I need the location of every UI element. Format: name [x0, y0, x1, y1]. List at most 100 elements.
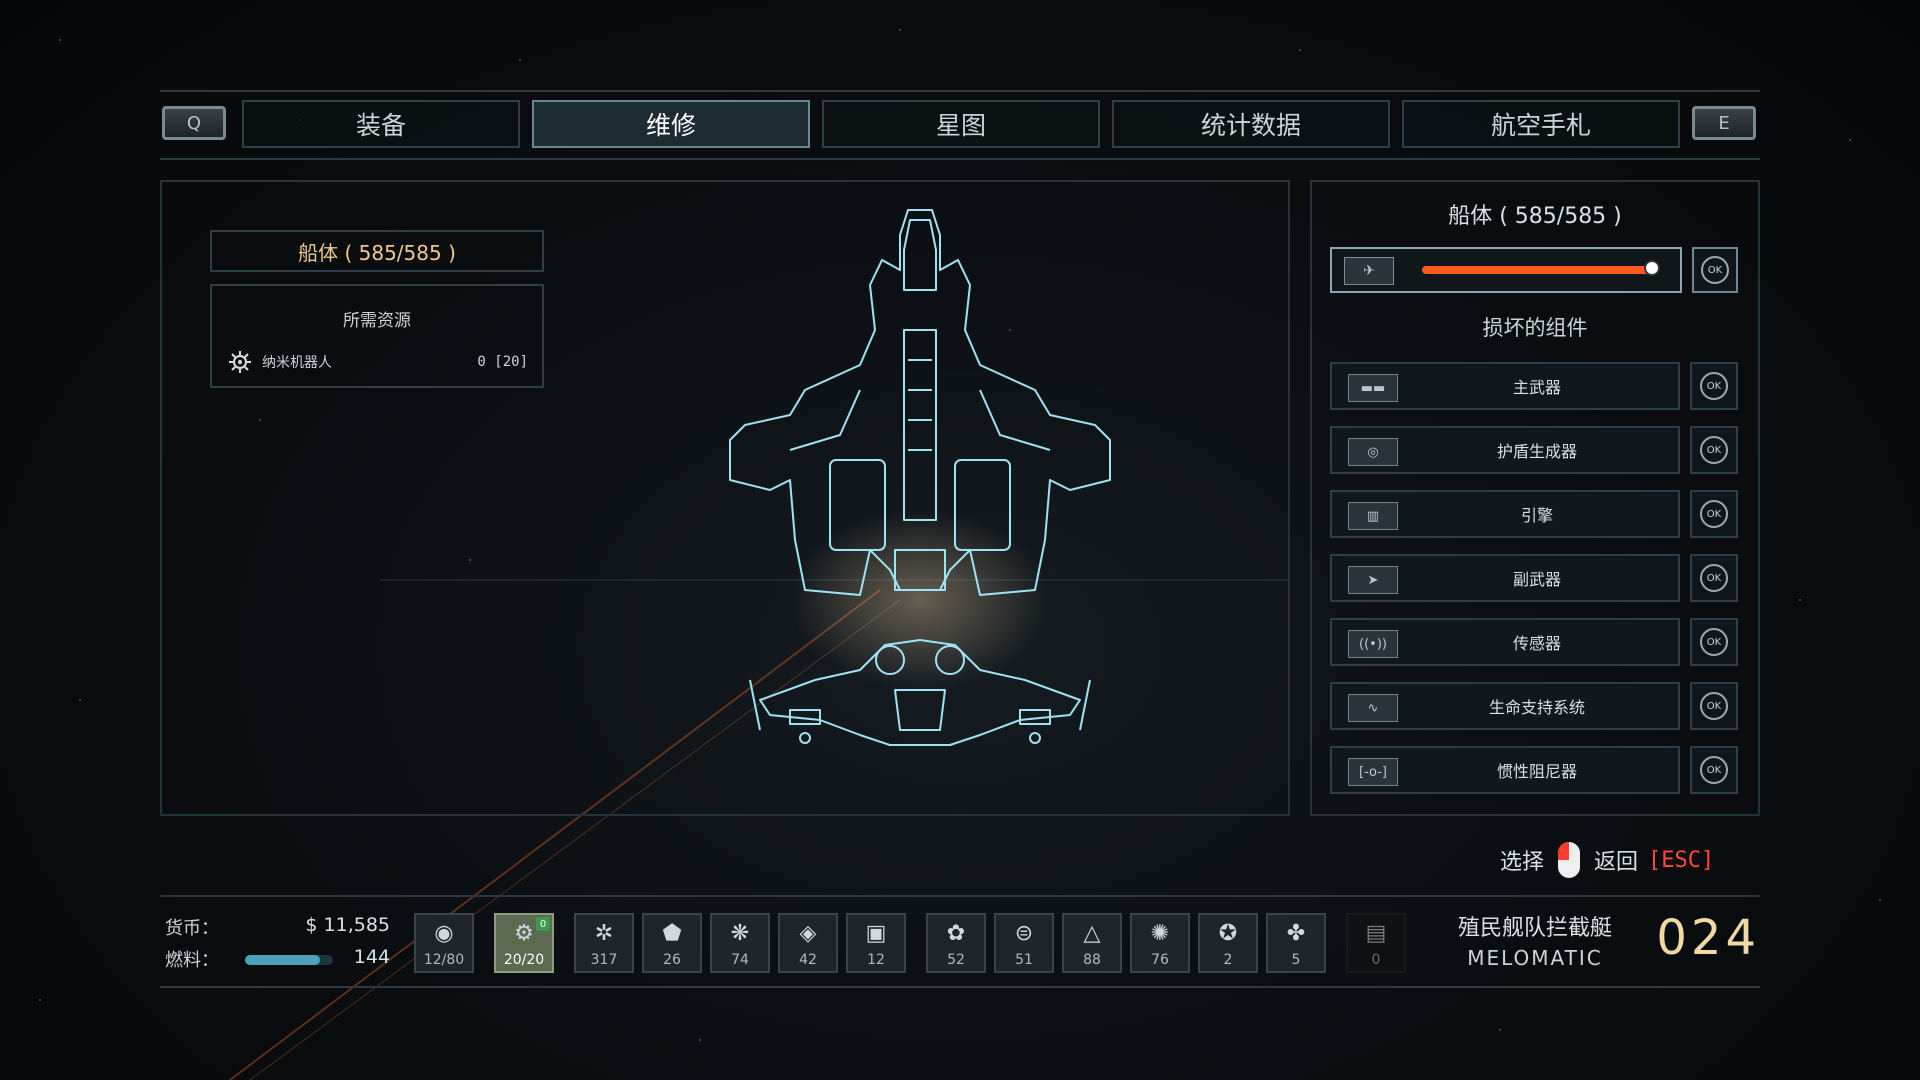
inertial-damper-ok-button[interactable]: OK: [1690, 746, 1738, 794]
component-sensor[interactable]: ((•)) 传感器: [1330, 618, 1680, 666]
component-shield-generator[interactable]: ◎ 护盾生成器: [1330, 426, 1680, 474]
secondary-weapon-icon: ➤: [1348, 566, 1398, 594]
tab-star-map[interactable]: 星图: [822, 100, 1100, 148]
life-support-icon: ∿: [1348, 694, 1398, 722]
prev-tab-key-button[interactable]: Q: [162, 106, 226, 140]
sensor-icon: ((•)): [1348, 630, 1398, 658]
component-inertial-damper[interactable]: [-o-] 惯性阻尼器: [1330, 746, 1680, 794]
next-tab-key-button[interactable]: E: [1692, 106, 1756, 140]
esc-key-hint[interactable]: [ESC]: [1648, 847, 1715, 873]
ship-name: MELOMATIC: [1467, 946, 1603, 970]
hull-slider-handle[interactable]: [1644, 260, 1660, 276]
resource-count: 52: [947, 952, 965, 968]
resource-icon: ▣: [865, 921, 887, 946]
shield-ok-button[interactable]: OK: [1690, 426, 1738, 474]
inventory-slot[interactable]: △ 88: [1062, 913, 1122, 973]
secondary-weapon-ok-button[interactable]: OK: [1690, 554, 1738, 602]
resource-count: 20/20: [503, 952, 545, 968]
hull-slider-track[interactable]: [1422, 260, 1660, 276]
tab-equipment[interactable]: 装备: [242, 100, 520, 148]
engine-icon: ▥: [1348, 502, 1398, 530]
sensor-ok-button[interactable]: OK: [1690, 618, 1738, 666]
ship-class: 殖民舰队拦截艇: [1457, 916, 1612, 941]
inventory-slot[interactable]: ✪2: [1198, 913, 1258, 973]
inventory-slot[interactable]: ▣12: [846, 913, 906, 973]
fuel-value: 144: [353, 946, 390, 968]
fuel-gauge-fill: [245, 955, 320, 965]
control-hints: 选择 返回 [ESC]: [1500, 840, 1714, 880]
damper-icon: [-o-]: [1348, 758, 1398, 786]
resource-count: 42: [799, 952, 817, 968]
resource-count: 2: [1223, 952, 1233, 968]
damaged-components-title: 损坏的组件: [1482, 316, 1588, 340]
status-bar-top-divider: [160, 895, 1760, 897]
inventory-slot[interactable]: ✿52: [926, 913, 986, 973]
component-label: 引擎: [1520, 506, 1553, 525]
resource-icon: △: [1083, 921, 1101, 946]
resource-icon: ▤: [1365, 921, 1387, 946]
mouse-left-click-icon: [1558, 842, 1581, 878]
life-support-ok-button[interactable]: OK: [1690, 682, 1738, 730]
resource-count: 88: [1083, 952, 1101, 968]
resource-amount: 0 [20]: [477, 354, 528, 370]
engine-ok-button[interactable]: OK: [1690, 490, 1738, 538]
inventory-slot[interactable]: ✤5: [1266, 913, 1326, 973]
component-main-weapon[interactable]: ▬▬ 主武器: [1330, 362, 1680, 410]
select-hint: 选择: [1500, 850, 1545, 875]
hull-repair-slider[interactable]: ✈: [1330, 247, 1682, 293]
component-secondary-weapon[interactable]: ➤ 副武器: [1330, 554, 1680, 602]
resource-icon: ⊜: [1014, 921, 1034, 946]
tab-bar-bottom-divider: [160, 158, 1760, 160]
resource-name: 纳米机器人: [262, 355, 332, 371]
ok-icon: OK: [1700, 756, 1728, 784]
ok-icon: OK: [1700, 436, 1728, 464]
component-label: 护盾生成器: [1496, 442, 1577, 461]
main-weapon-ok-button[interactable]: OK: [1690, 362, 1738, 410]
required-resources-box: 所需资源 纳米机器人 0 [20]: [210, 284, 544, 388]
inventory-slot[interactable]: ◈42: [778, 913, 838, 973]
tab-statistics[interactable]: 统计数据: [1112, 100, 1390, 148]
inventory-slot[interactable]: ▤0: [1346, 913, 1406, 973]
back-hint[interactable]: 返回: [1594, 850, 1639, 875]
hull-confirm-button[interactable]: OK: [1692, 247, 1738, 293]
fuel-label: 燃料：: [165, 950, 219, 971]
hull-status-title: 船体 ( 585/585 ): [1448, 204, 1622, 229]
resource-icon: ❋: [730, 921, 750, 946]
inventory-slot[interactable]: ⬟26: [642, 913, 702, 973]
resource-count: 76: [1151, 952, 1169, 968]
tab-flight-log[interactable]: 航空手札: [1402, 100, 1680, 148]
resource-count: 74: [731, 952, 749, 968]
tab-repair[interactable]: 维修: [532, 100, 810, 148]
inventory-slot[interactable]: ⊜51: [994, 913, 1054, 973]
component-life-support[interactable]: ∿ 生命支持系统: [1330, 682, 1680, 730]
inventory-slot[interactable]: ✲317: [574, 913, 634, 973]
inventory-slot[interactable]: ◉ 12/80: [414, 913, 474, 973]
resource-icon: ✲: [594, 921, 614, 946]
component-engine[interactable]: ▥ 引擎: [1330, 490, 1680, 538]
resource-count: 5: [1291, 952, 1301, 968]
slot-badge: 0: [536, 917, 550, 931]
ship-number: 024: [1656, 910, 1760, 966]
component-label: 惯性阻尼器: [1496, 762, 1577, 781]
tab-bar: Q 装备 维修 星图 统计数据 航空手札 E: [160, 90, 1760, 160]
ok-icon: OK: [1701, 256, 1729, 284]
currency-label: 货币：: [165, 918, 219, 939]
resource-count: 12/80: [423, 952, 465, 968]
ship-hull-icon: ✈: [1344, 257, 1394, 285]
ship-view-panel: [160, 180, 1290, 816]
inventory-slot[interactable]: ❋ 74: [710, 913, 770, 973]
ok-icon: OK: [1700, 372, 1728, 400]
component-label: 生命支持系统: [1488, 698, 1585, 717]
hull-repair-panel: [1310, 180, 1760, 816]
resource-icon: ⚙: [514, 921, 534, 946]
ship-blueprint-image: [729, 209, 1111, 746]
resource-icon: ✤: [1286, 921, 1306, 946]
ok-icon: OK: [1700, 628, 1728, 656]
component-label: 副武器: [1512, 570, 1561, 589]
inventory-slot[interactable]: ✺ 76: [1130, 913, 1190, 973]
ok-icon: OK: [1700, 564, 1728, 592]
inventory-slot[interactable]: ⚙ 20/20 0: [494, 913, 554, 973]
resource-icon: ◉: [434, 921, 454, 946]
hull-slider-fill: [1422, 266, 1652, 274]
resource-icon: ✺: [1150, 921, 1170, 946]
